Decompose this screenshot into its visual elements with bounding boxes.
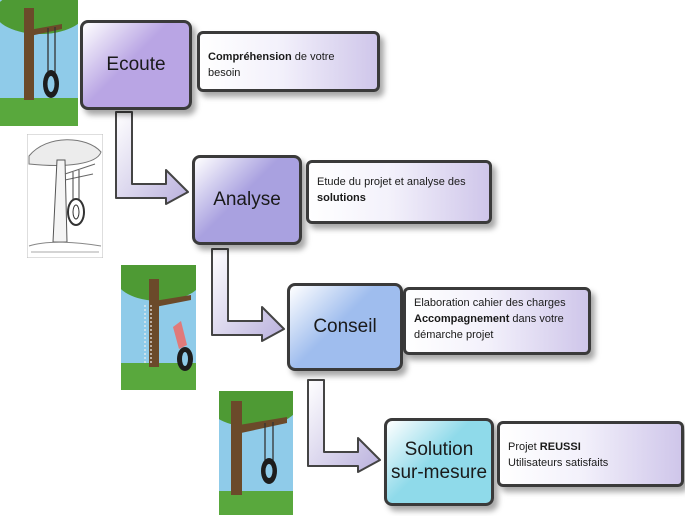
description-text: Projet [508,441,540,453]
description-line: Compréhension de votre besoin [208,50,369,82]
description-bold-text: solutions [317,191,366,204]
description-bold-text: Compréhension [208,51,292,63]
step-description-solution: Projet REUSSI Utilisateurs satisfaits [497,421,684,487]
description-line: démarche projet [414,328,580,344]
step-title-line: sur-mesure [390,462,488,483]
description-bold-text: REUSSI [539,441,581,453]
step-title-line: Solution [404,439,474,461]
flow-arrow-1 [110,108,192,206]
description-text: Utilisateurs satisfaits [508,456,609,469]
description-text: dans votre [509,312,564,325]
description-text: de votre besoin [208,51,335,79]
description-line: Elaboration cahier des charges [414,296,580,312]
description-line: Accompagnement dans votre [414,312,580,328]
description-text: Elaboration cahier des charges [414,297,566,309]
tree-swing-image-2 [27,134,103,258]
description-line: Utilisateurs satisfaits [508,456,673,472]
tree-swing-image-1 [0,0,78,126]
step-title: Ecoute [106,54,165,76]
step-description-ecoute: Compréhension de votre besoin [197,31,380,92]
step-title: Solution sur-mesure [391,439,487,485]
step-box-conseil: Conseil [287,283,403,371]
step-title: Analyse [213,189,281,211]
description-line: solutions [317,191,481,207]
step-box-solution: Solution sur-mesure [384,418,494,506]
tree-swing-image-3 [121,265,196,390]
step-box-ecoute: Ecoute [80,20,192,110]
description-text: Etude du projet et analyse des [317,176,466,188]
flow-arrow-3 [302,376,384,474]
flow-arrow-2 [206,245,288,343]
step-title-line: Ecoute [106,54,166,75]
tree-swing-image-4 [219,391,293,515]
description-line: Projet REUSSI [508,440,673,456]
step-box-analyse: Analyse [192,155,302,245]
description-text: démarche projet [414,328,494,341]
step-description-analyse: Etude du projet et analyse des solutions [306,160,492,224]
step-title-line: Analyse [213,189,281,210]
description-line: Etude du projet et analyse des [317,175,481,191]
step-title: Conseil [313,316,376,338]
step-title-line: Conseil [313,316,377,337]
description-bold-text: Accompagnement [414,312,510,325]
step-description-conseil: Elaboration cahier des charges Accompagn… [403,287,591,355]
